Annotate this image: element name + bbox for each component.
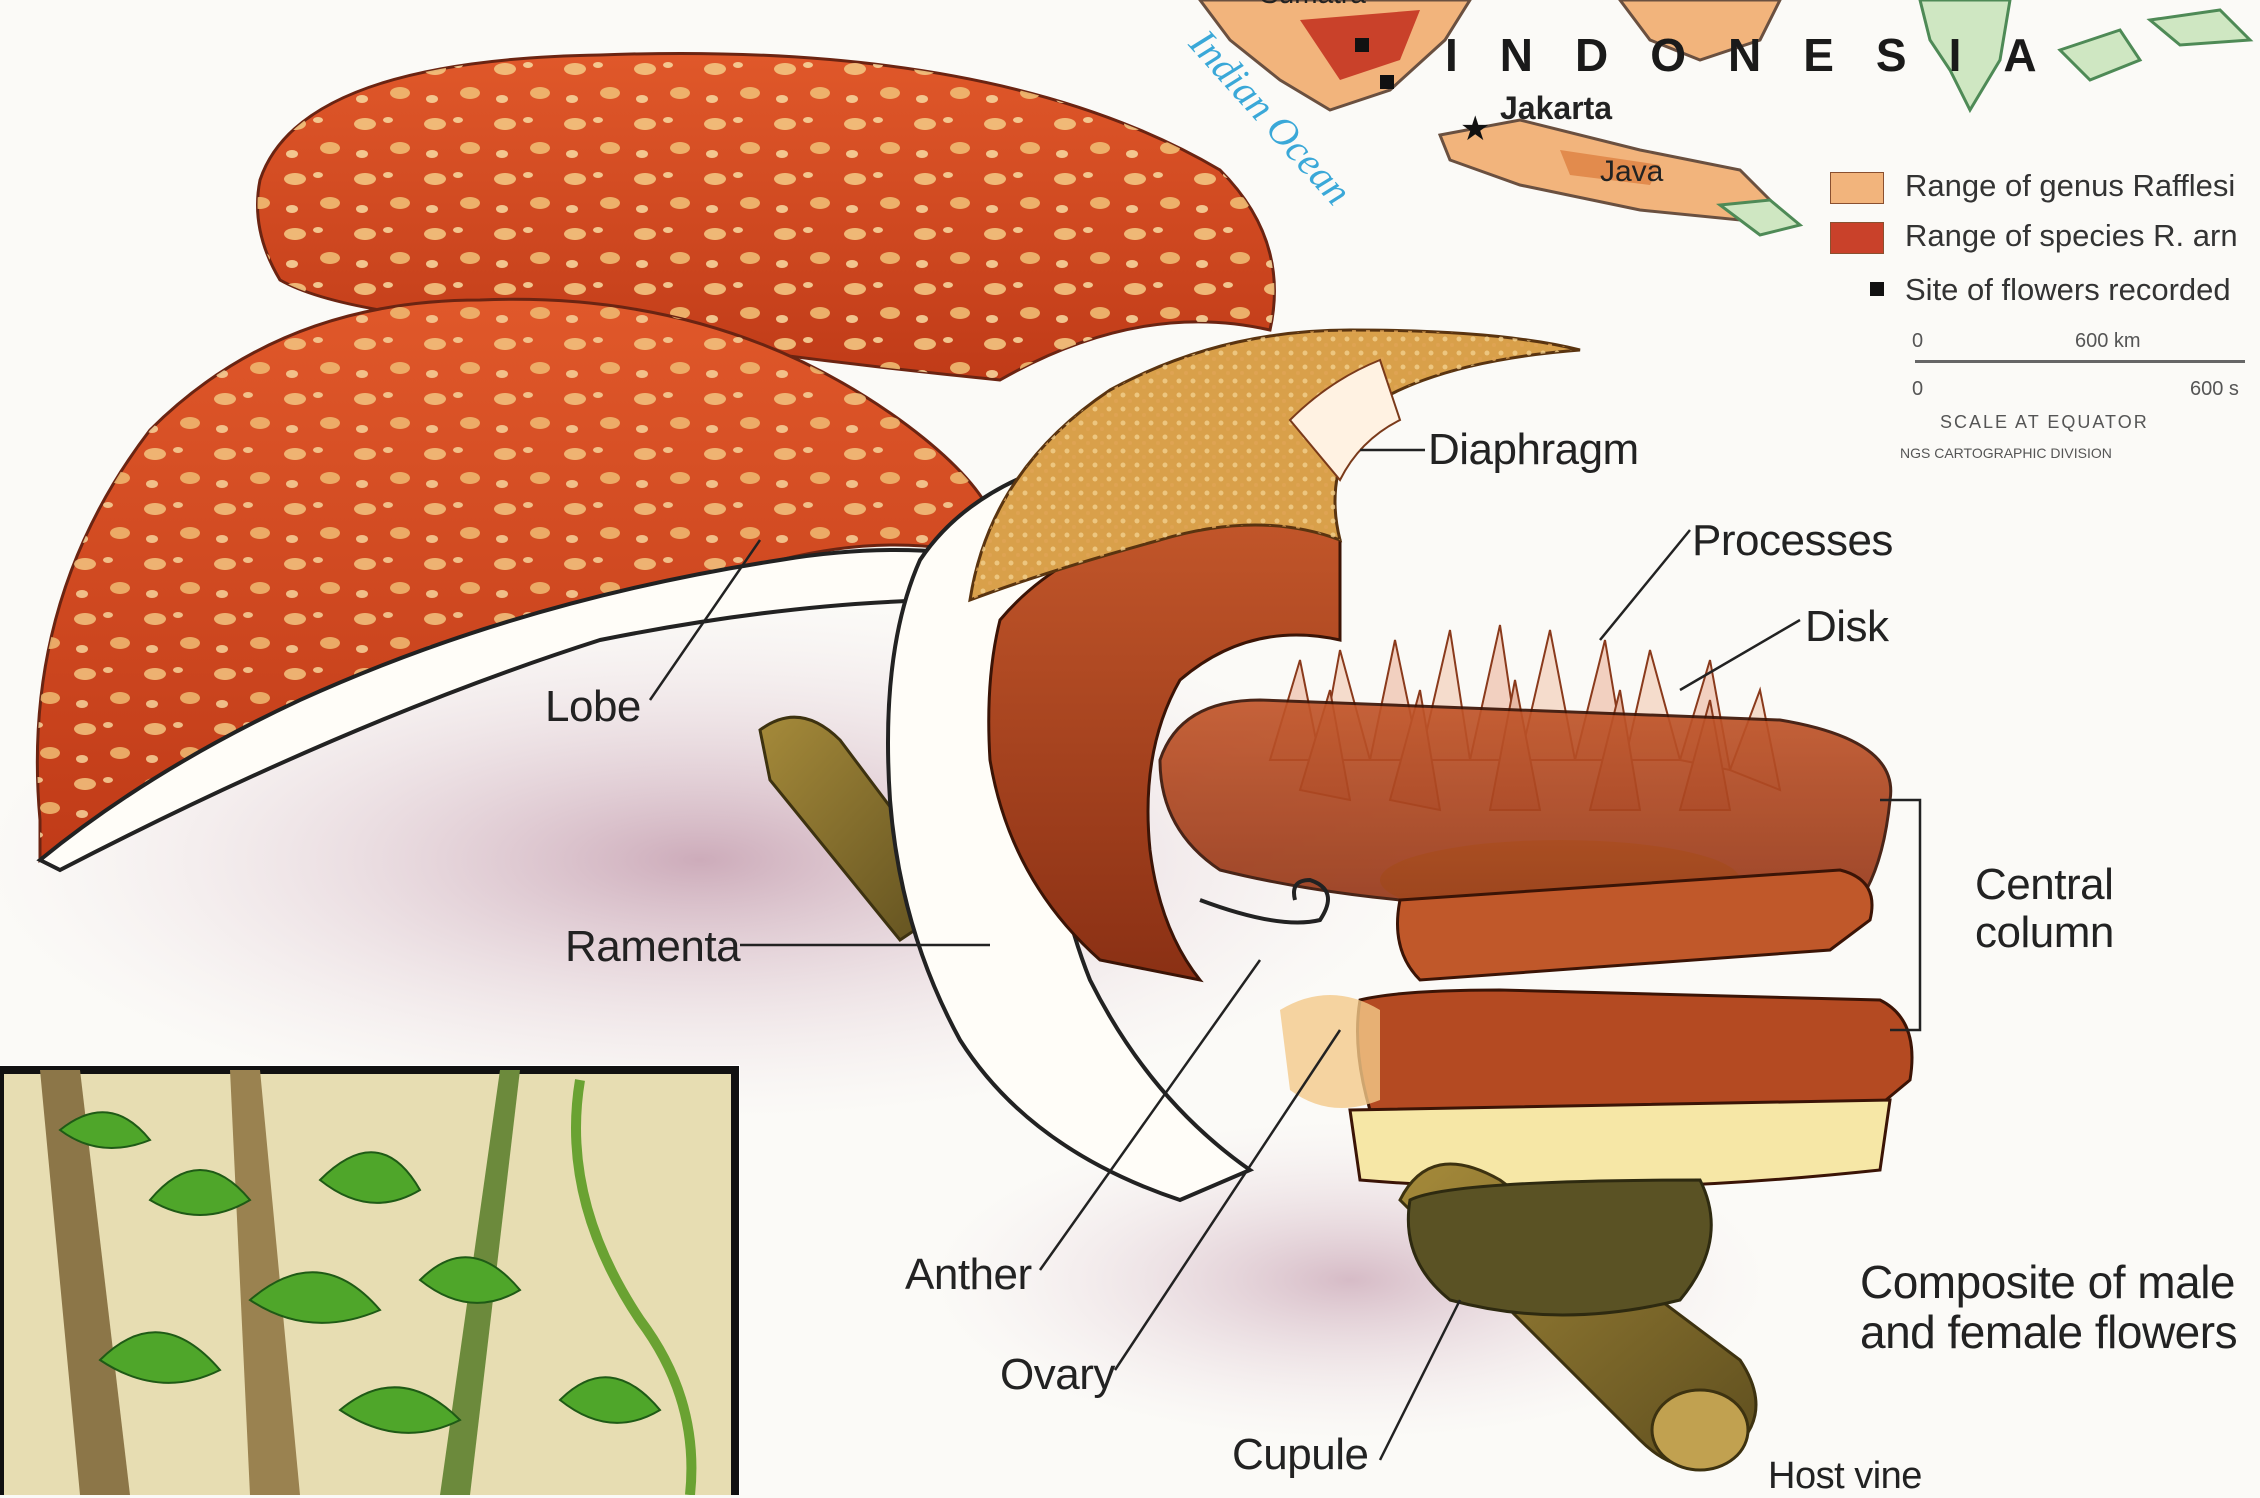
label-central-column-2: column: [1975, 908, 2114, 958]
island-label-sumatra: Sumatra: [1260, 0, 1366, 10]
anther-area: [1280, 995, 1380, 1108]
legend-site: Site of flowers recorded: [1905, 272, 2231, 308]
legend-swatch-species: [1830, 222, 1884, 254]
label-disk: Disk: [1805, 602, 1889, 652]
scale-caption: SCALE AT EQUATOR: [1940, 412, 2149, 433]
label-diaphragm: Diaphragm: [1428, 425, 1639, 475]
legend-swatch-genus: [1830, 172, 1884, 204]
flower-site-marker: [1355, 38, 1369, 52]
east-islands: [2060, 10, 2250, 80]
label-lobe: Lobe: [545, 682, 641, 732]
caption-line-2: and female flowers: [1860, 1305, 2237, 1359]
label-processes: Processes: [1692, 516, 1893, 566]
legend-genus: Range of genus Rafflesi: [1905, 168, 2235, 204]
country-name: INDONESIA: [1445, 28, 2079, 82]
label-anther: Anther: [905, 1250, 1032, 1300]
capital-label: Jakarta: [1500, 90, 1612, 127]
legend-species: Range of species R. arn: [1905, 218, 2238, 254]
scale-km: 600 km: [2075, 330, 2141, 353]
scale-zero-top: 0: [1912, 330, 1923, 353]
capital-star-icon: ★: [1460, 110, 1490, 148]
cupule-base: [1408, 1180, 1711, 1315]
vine-cut-end: [1652, 1390, 1748, 1470]
flower-site-marker: [1380, 75, 1394, 89]
caption-line-1: Composite of male: [1860, 1255, 2235, 1309]
scale-bar: [1915, 360, 2245, 363]
scale-zero-bottom: 0: [1912, 378, 1923, 401]
island-label-java: Java: [1600, 155, 1663, 189]
legend-marker-site: [1870, 282, 1884, 296]
label-ovary: Ovary: [1000, 1350, 1115, 1400]
scale-miles: 600 s: [2190, 378, 2239, 401]
jungle-inset: [0, 1065, 740, 1495]
scale-credit: NGS CARTOGRAPHIC DIVISION: [1900, 445, 2112, 461]
label-cupule: Cupule: [1232, 1430, 1368, 1480]
label-ramenta: Ramenta: [565, 922, 740, 972]
label-host-vine: Host vine: [1768, 1455, 1922, 1498]
label-central-column-1: Central: [1975, 860, 2113, 910]
